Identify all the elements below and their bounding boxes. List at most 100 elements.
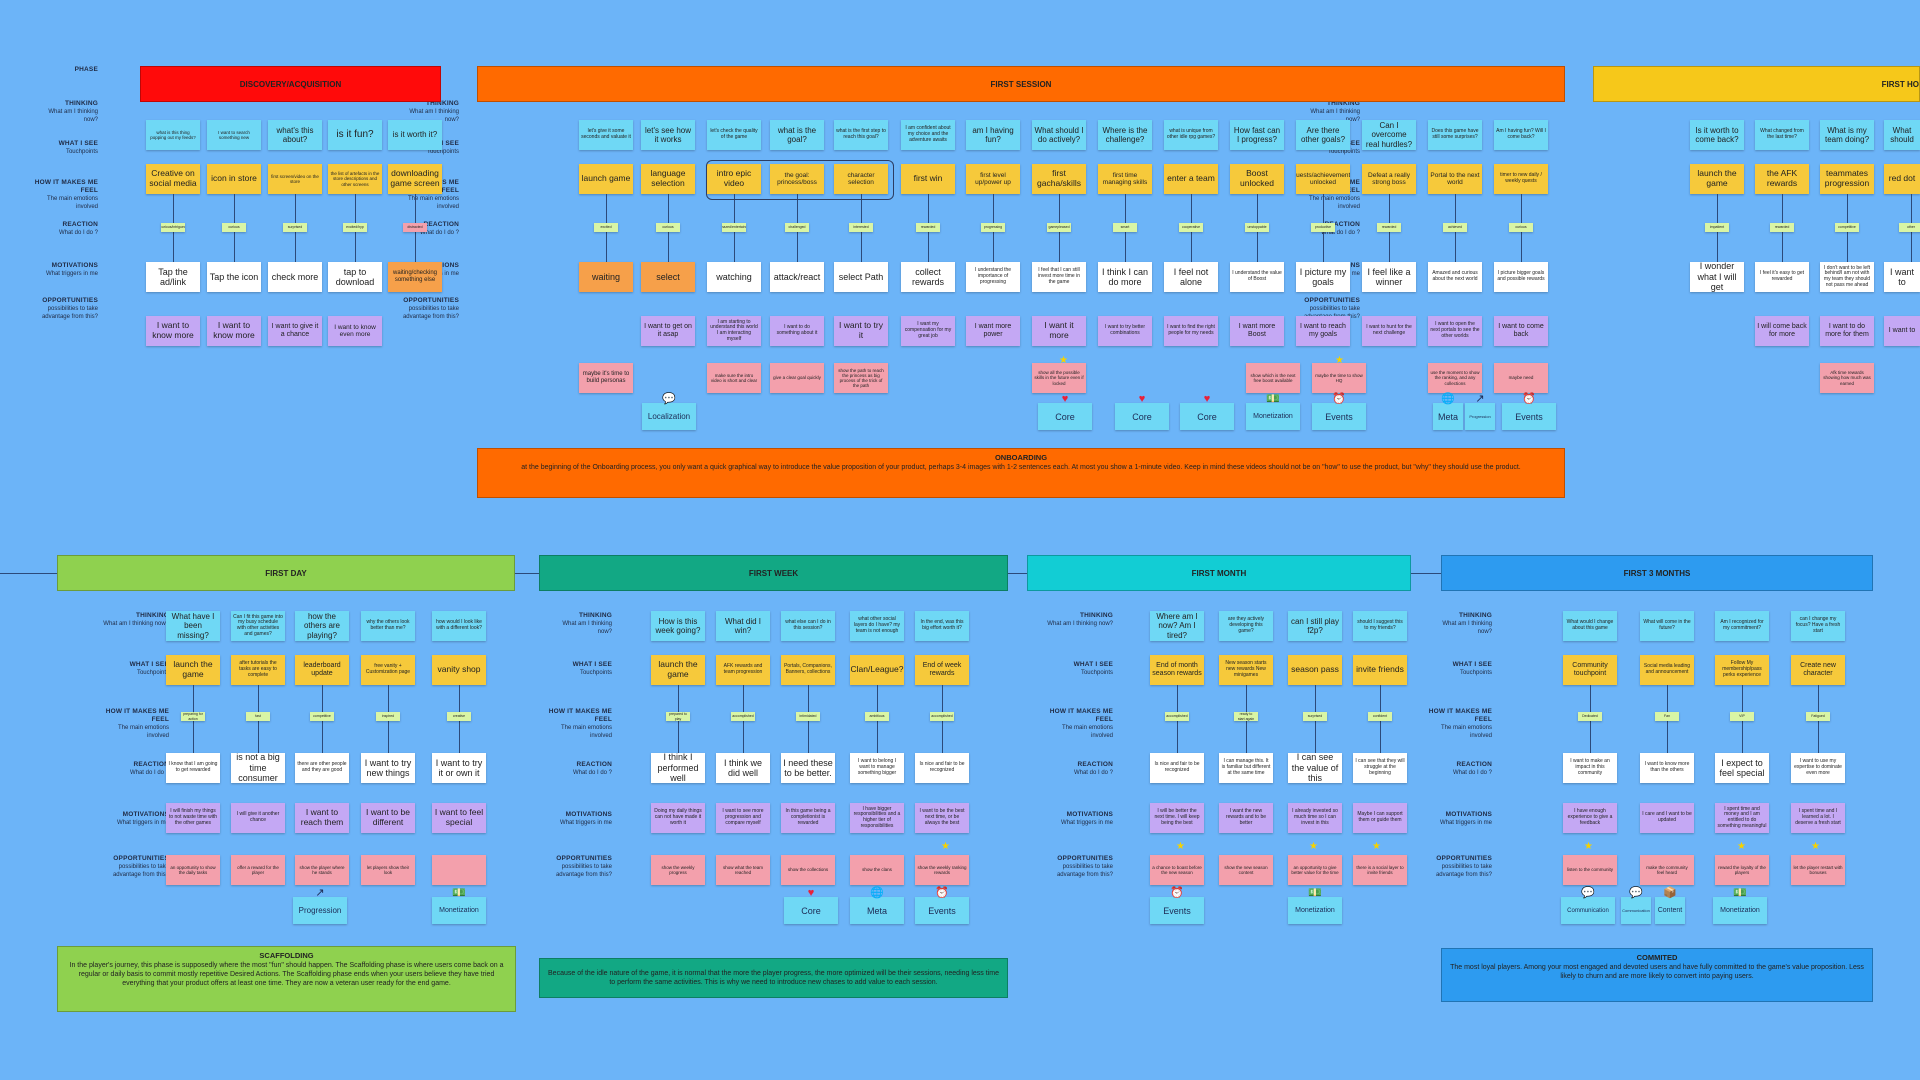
- touchpoint-note[interactable]: after tutorials the tasks are easy to co…: [231, 655, 285, 685]
- opportunity-note[interactable]: an opportunity to give better value for …: [1288, 855, 1342, 885]
- phase-first-3-months[interactable]: FIRST 3 MONTHS: [1441, 555, 1873, 591]
- emotion-note[interactable]: rewarded: [916, 223, 940, 232]
- reaction-note[interactable]: I feel like a winner: [1362, 262, 1416, 292]
- committed-box[interactable]: COMMITED The most loyal players. Among y…: [1441, 948, 1873, 1002]
- reaction-note[interactable]: is not a big time consumer: [231, 753, 285, 783]
- opportunity-note[interactable]: show what the team reached: [716, 855, 770, 885]
- motivation-note[interactable]: I want my compensation for my great job: [901, 316, 955, 346]
- opportunity-note[interactable]: use the moment to show the ranking, and …: [1428, 363, 1482, 393]
- reaction-note[interactable]: I want to use my expertise to dominate e…: [1791, 753, 1845, 783]
- emotion-note[interactable]: smart: [1113, 223, 1137, 232]
- touchpoint-note[interactable]: launch game: [579, 164, 633, 194]
- reaction-note[interactable]: I think I can do more: [1098, 262, 1152, 292]
- tag-monetization[interactable]: 💵Monetization: [432, 888, 486, 924]
- motivation-note[interactable]: I will give it another chance: [231, 803, 285, 833]
- emotion-note[interactable]: curious/intrigued: [161, 223, 185, 232]
- touchpoint-note[interactable]: the goal: princess/boss: [770, 164, 824, 194]
- opportunity-note[interactable]: an opportunity to show the daily tasks: [166, 855, 220, 885]
- motivation-note[interactable]: I am starting to understand this world I…: [707, 316, 761, 346]
- tag-events[interactable]: ⏰Events: [1150, 888, 1204, 924]
- phase-first-session[interactable]: FIRST SESSION: [477, 66, 1565, 102]
- touchpoint-note[interactable]: Creative on social media: [146, 164, 200, 194]
- reaction-note[interactable]: I can see that they will struggle at the…: [1353, 753, 1407, 783]
- emotion-note[interactable]: productive: [1311, 223, 1335, 232]
- opportunity-note[interactable]: [432, 855, 486, 885]
- touchpoint-note[interactable]: first gacha/skills: [1032, 164, 1086, 194]
- tag-content[interactable]: 📦Content: [1655, 888, 1685, 924]
- motivation-note[interactable]: I spent time and I learned a lot. I dese…: [1791, 803, 1845, 833]
- touchpoint-note[interactable]: icon in store: [207, 164, 261, 194]
- emotion-note[interactable]: curious: [222, 223, 246, 232]
- opportunity-note[interactable]: give a clear goal quickly: [770, 363, 824, 393]
- emotion-note[interactable]: ready to start again: [1234, 712, 1258, 721]
- onboarding-box[interactable]: ONBOARDING at the beginning of the Onboa…: [477, 448, 1565, 498]
- motivation-note[interactable]: I have bigger responsibilities and a hig…: [850, 803, 904, 833]
- tag-core[interactable]: ♥Core: [1115, 394, 1169, 430]
- reaction-note[interactable]: check more: [268, 262, 322, 292]
- phase-first-week[interactable]: FIRST WEEK: [539, 555, 1008, 591]
- motivation-note[interactable]: I will be better the next time. I will k…: [1150, 803, 1204, 833]
- tag-events[interactable]: ⏰Events: [915, 888, 969, 924]
- emotion-note[interactable]: inspired: [376, 712, 400, 721]
- tag-communication[interactable]: 💬Communication: [1621, 888, 1651, 924]
- emotion-note[interactable]: cooperative: [1179, 223, 1203, 232]
- emotion-note[interactable]: accomplished: [1165, 712, 1189, 721]
- emotion-note[interactable]: achieved: [1443, 223, 1467, 232]
- tag-events[interactable]: ⏰Events: [1502, 394, 1556, 430]
- touchpoint-note[interactable]: launch the game: [166, 655, 220, 685]
- tag-communication[interactable]: 💬Communication: [1561, 888, 1615, 924]
- tag-progression[interactable]: ↗Progression: [1465, 394, 1495, 430]
- motivation-note[interactable]: I want it more: [1032, 316, 1086, 346]
- reaction-note[interactable]: Is nice and fair to be recognized: [1150, 753, 1204, 783]
- opportunity-note[interactable]: show the weekly ranking rewards: [915, 855, 969, 885]
- motivation-note[interactable]: I want to reach them: [295, 803, 349, 833]
- motivation-note[interactable]: I want to do something about it: [770, 316, 824, 346]
- reaction-note[interactable]: Tap the icon: [207, 262, 261, 292]
- reaction-note[interactable]: I picture bigger goals and possible rewa…: [1494, 262, 1548, 292]
- reaction-note[interactable]: waiting: [579, 262, 633, 292]
- motivation-note[interactable]: I want to know more: [207, 316, 261, 346]
- reaction-note[interactable]: I can manage this. It is familiar but di…: [1219, 753, 1273, 783]
- reaction-note[interactable]: I don't want to be left behind/I am not …: [1820, 262, 1874, 292]
- motivation-note[interactable]: Maybe I can support them or guide them: [1353, 803, 1407, 833]
- emotion-note[interactable]: VIP: [1730, 712, 1754, 721]
- thinking-note[interactable]: Am I recognized for my commitment?: [1715, 611, 1769, 641]
- motivation-note[interactable]: I spent time and money and I am entitled…: [1715, 803, 1769, 833]
- reaction-note[interactable]: watching: [707, 262, 761, 292]
- opportunity-note[interactable]: show the weekly progress: [651, 855, 705, 885]
- emotion-note[interactable]: accomplished: [731, 712, 755, 721]
- motivation-note[interactable]: I want to give it a chance: [268, 316, 322, 346]
- emotion-note[interactable]: Dedicated: [1578, 712, 1602, 721]
- thinking-note[interactable]: how would I look like with a different l…: [432, 611, 486, 641]
- touchpoint-note[interactable]: teammates progression: [1820, 164, 1874, 194]
- thinking-note[interactable]: What will come in the future?: [1640, 611, 1694, 641]
- motivation-note[interactable]: I want to reach my goals: [1296, 316, 1350, 346]
- touchpoint-note[interactable]: timer to new daily / weekly quests: [1494, 164, 1548, 194]
- touchpoint-note[interactable]: vanity shop: [432, 655, 486, 685]
- thinking-note[interactable]: I want to search something new: [207, 120, 261, 150]
- opportunity-note[interactable]: make sure the intro video is short and c…: [707, 363, 761, 393]
- reaction-note[interactable]: I want to belong I want to manage someth…: [850, 753, 904, 783]
- thinking-note[interactable]: What is my team doing?: [1820, 120, 1874, 150]
- motivation-note[interactable]: I want to come back: [1494, 316, 1548, 346]
- touchpoint-note[interactable]: Create new character: [1791, 655, 1845, 685]
- emotion-note[interactable]: creative: [447, 712, 471, 721]
- reaction-note[interactable]: I picture my goals: [1296, 262, 1350, 292]
- tag-monetization[interactable]: 💵Monetization: [1288, 888, 1342, 924]
- touchpoint-note[interactable]: invite friends: [1353, 655, 1407, 685]
- thinking-note[interactable]: what else can I do in this session?: [781, 611, 835, 641]
- opportunity-note[interactable]: show the clans: [850, 855, 904, 885]
- opportunity-note[interactable]: show the player where he stands: [295, 855, 349, 885]
- reaction-note[interactable]: I can see the value of this: [1288, 753, 1342, 783]
- motivation-note[interactable]: I want to try it: [834, 316, 888, 346]
- touchpoint-note[interactable]: Boost unlocked: [1230, 164, 1284, 194]
- thinking-note[interactable]: Where am I now? Am I tired?: [1150, 611, 1204, 641]
- motivation-note[interactable]: I want to try better combinations: [1098, 316, 1152, 346]
- touchpoint-note[interactable]: season pass: [1288, 655, 1342, 685]
- reaction-note[interactable]: Tap the ad/link: [146, 262, 200, 292]
- thinking-note[interactable]: Can I fit this game into my busy schedul…: [231, 611, 285, 641]
- thinking-note[interactable]: am I having fun?: [966, 120, 1020, 150]
- emotion-note[interactable]: other: [1899, 223, 1920, 232]
- touchpoint-note[interactable]: Community touchpoint: [1563, 655, 1617, 685]
- motivation-note[interactable]: I will come back for more: [1755, 316, 1809, 346]
